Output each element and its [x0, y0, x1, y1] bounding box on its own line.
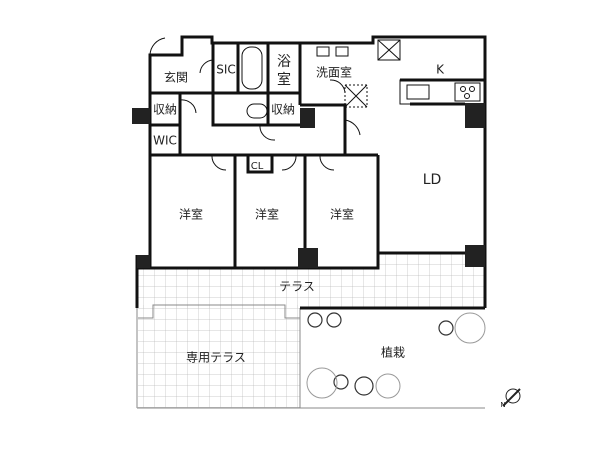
private-terrace-area [138, 305, 300, 408]
label-private-terrace: 専用テラス [186, 351, 246, 365]
label-sic: SIC [216, 63, 236, 77]
label-bath-1: 浴 [277, 54, 291, 70]
north-arrow-icon [502, 388, 521, 407]
label-bath-2: 室 [277, 71, 291, 88]
label-terrace: テラス [279, 280, 315, 294]
label-washroom: 洗面室 [316, 65, 352, 80]
label-closet: CL [251, 161, 264, 172]
label-western-room-1: 洋室 [179, 207, 203, 222]
label-storage-1: 収納 [153, 103, 177, 117]
trees [307, 312, 454, 396]
label-storage-2: 収納 [271, 103, 295, 117]
label-wic: WIC [153, 134, 177, 148]
label-ld: LD [423, 172, 442, 188]
label-kitchen: K [436, 63, 445, 77]
label-western-room-2: 洋室 [255, 207, 279, 222]
compass-label: N [500, 401, 505, 409]
terrace-area [137, 268, 485, 308]
label-planting: 植栽 [381, 345, 405, 360]
label-western-room-3: 洋室 [330, 207, 354, 222]
label-entrance: 玄関 [164, 70, 188, 85]
